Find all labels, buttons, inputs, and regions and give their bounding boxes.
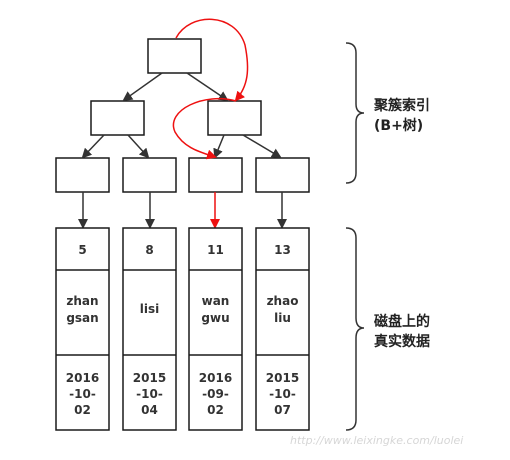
record-date: 02	[207, 403, 224, 417]
record-date: 04	[141, 403, 158, 417]
leaf-node-1	[55, 157, 110, 193]
edge-root-left	[122, 72, 163, 102]
record-date: 2015	[133, 371, 166, 385]
watermark: http://www.leixingke.com/luolei	[290, 434, 463, 447]
record-date: 2015	[266, 371, 299, 385]
disk-label-line2: 真实数据	[374, 333, 430, 350]
record-name: wan	[202, 294, 230, 308]
record-date: 2016	[199, 371, 232, 385]
record-1: 5 zhan gsan 2016 -10- 02	[55, 227, 110, 431]
index-label-line1: 聚簇索引	[373, 97, 430, 114]
record-name: gwu	[201, 311, 229, 325]
leaf-node-3	[188, 157, 243, 193]
internal-node-left	[90, 100, 145, 136]
record-id: 11	[207, 243, 224, 257]
record-name: lisi	[140, 302, 159, 316]
record-date: 07	[274, 403, 291, 417]
search-path-internal-to-leaf	[172, 97, 237, 160]
search-path-root-to-internal	[175, 18, 249, 102]
record-date: 2016	[66, 371, 99, 385]
record-3: 11 wan gwu 2016 -09- 02	[188, 227, 243, 431]
record-date: -09-	[202, 387, 229, 401]
edge-right-leaf4	[242, 134, 282, 159]
record-date: -10-	[136, 387, 163, 401]
data-brace	[345, 227, 365, 431]
disk-label-line1: 磁盘上的	[374, 313, 430, 330]
record-id: 13	[274, 243, 291, 257]
record-2: 8 lisi 2015 -10- 04	[122, 227, 177, 431]
edge-root-right	[186, 72, 229, 102]
record-name: liu	[274, 311, 291, 325]
leaf-node-4	[255, 157, 310, 193]
record-4: 13 zhao liu 2015 -10- 07	[255, 227, 310, 431]
record-id: 5	[78, 243, 86, 257]
record-id: 8	[145, 243, 153, 257]
record-name: zhao	[267, 294, 299, 308]
edge-left-leaf2	[127, 134, 150, 159]
record-name: zhan	[66, 294, 98, 308]
record-date: -10-	[69, 387, 96, 401]
edge-left-leaf1	[81, 134, 105, 159]
record-date: 02	[74, 403, 91, 417]
record-name: gsan	[66, 311, 98, 325]
internal-node-right	[207, 100, 262, 136]
leaf-node-2	[122, 157, 177, 193]
root-node	[147, 38, 202, 74]
index-label-line2: (B+树)	[374, 117, 423, 134]
record-date: -10-	[269, 387, 296, 401]
index-brace	[345, 42, 365, 184]
edge-right-leaf3	[213, 134, 225, 159]
